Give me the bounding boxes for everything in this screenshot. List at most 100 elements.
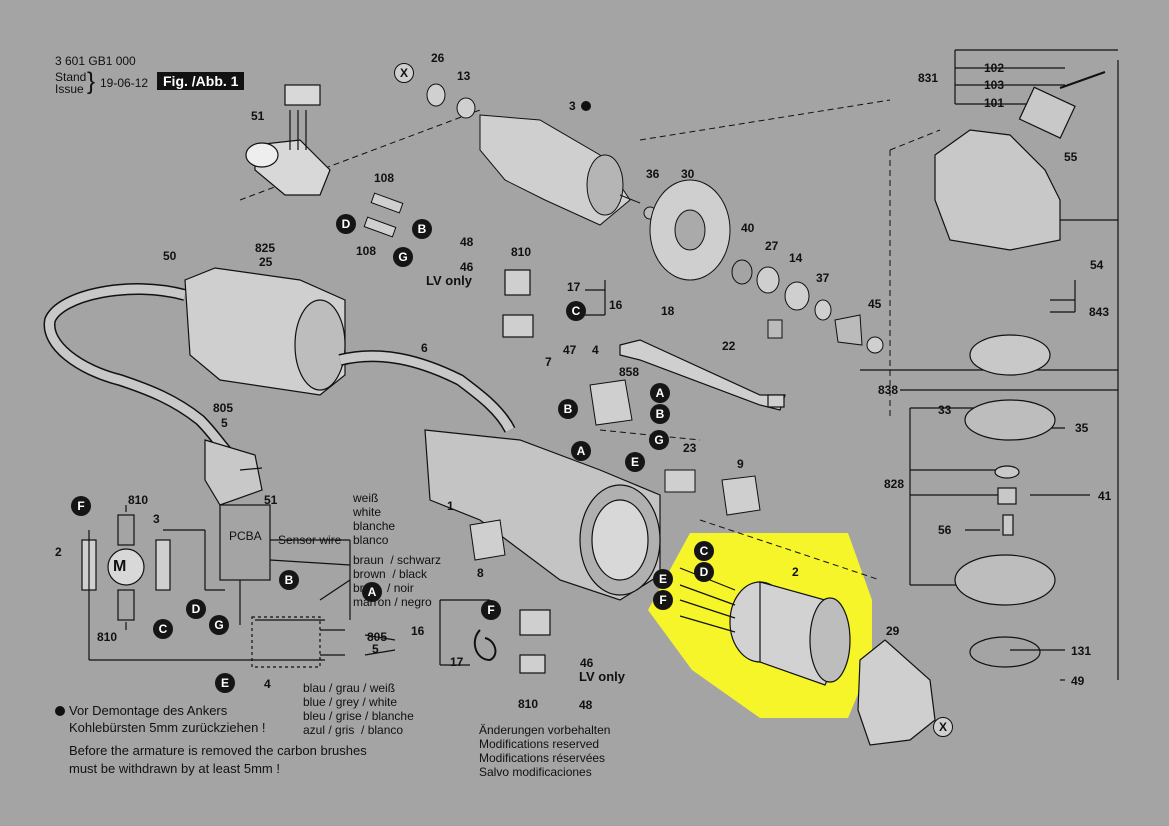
part-number: 51 <box>264 493 278 507</box>
part-number: 1 <box>447 499 454 513</box>
connector-marker-a: A <box>362 582 382 602</box>
wire-color-label: bleu / grise / blanche <box>303 709 414 723</box>
lv-only-label: LV only <box>426 273 472 288</box>
connector-marker-e: E <box>215 673 235 693</box>
note-en-line: must be withdrawn by at least 5mm ! <box>69 761 280 776</box>
wire-color-label: blau / grau / weiß <box>303 681 396 695</box>
connector-marker-g: G <box>649 430 669 450</box>
modifications-line: Modifications réservées <box>479 751 606 765</box>
part-number: 18 <box>661 304 675 318</box>
part-number: 17 <box>450 655 464 669</box>
part-number: 26 <box>431 51 445 65</box>
wire-color-label: braun / schwarz <box>353 553 442 567</box>
connector-marker-f: F <box>653 590 673 610</box>
part-number: 3 <box>569 99 576 113</box>
part-number: 13 <box>457 69 471 83</box>
brace-symbol: } <box>87 68 96 95</box>
connector-marker-g: G <box>209 615 229 635</box>
part-number: 33 <box>938 403 952 417</box>
lv-only-label: LV only <box>579 669 625 684</box>
part-number: 25 <box>259 255 273 269</box>
part-number: 7 <box>545 355 552 369</box>
wire-color-label: marron / negro <box>353 595 432 609</box>
part-number: 831 <box>918 71 939 85</box>
part-number: 805 <box>367 630 388 644</box>
part-number: 46 <box>460 260 474 274</box>
modifications-line: Änderungen vorbehalten <box>479 723 611 737</box>
x-marker: X <box>933 717 953 737</box>
connector-marker-b: B <box>558 399 578 419</box>
part-number: 17 <box>567 280 581 294</box>
document-number: 3 601 GB1 000 <box>55 54 136 68</box>
wire-color-label: azul / gris / blanco <box>303 723 404 737</box>
bullet-icon <box>55 706 65 716</box>
bullet-icon <box>581 101 591 111</box>
connector-marker-e: E <box>653 569 673 589</box>
part-number: 3 <box>153 512 160 526</box>
stand-label: Stand <box>55 70 87 84</box>
part-number: 29 <box>886 624 900 638</box>
part-number: 16 <box>411 624 425 638</box>
part-number: 23 <box>683 441 697 455</box>
note-en-line: Before the armature is removed the carbo… <box>69 743 367 758</box>
part-number: 36 <box>646 167 660 181</box>
part-number: 27 <box>765 239 779 253</box>
part-number: 45 <box>868 297 882 311</box>
connector-marker-a: A <box>571 441 591 461</box>
pcba-label: PCBA <box>229 529 262 543</box>
x-marker: X <box>394 63 414 83</box>
connector-marker-c: C <box>153 619 173 639</box>
issue-label: Issue <box>55 82 84 96</box>
note-de-line: Vor Demontage des Ankers <box>69 703 228 718</box>
part-number: 101 <box>984 96 1005 110</box>
part-number: 9 <box>737 457 744 471</box>
connector-marker-e: E <box>625 452 645 472</box>
wire-color-label: weiß <box>353 491 379 505</box>
part-number: 131 <box>1071 644 1092 658</box>
part-number: 102 <box>984 61 1005 75</box>
figure-label: Fig. /Abb. 1 <box>157 72 245 90</box>
wire-color-label: white <box>353 505 382 519</box>
part-number: 5 <box>221 416 228 430</box>
connector-marker-f: F <box>481 600 501 620</box>
modifications-line: Salvo modificaciones <box>479 765 592 779</box>
part-number: 49 <box>1071 674 1085 688</box>
connector-marker-f: F <box>71 496 91 516</box>
connector-marker-b: B <box>412 219 432 239</box>
connector-marker-d: D <box>186 599 206 619</box>
part-number: 6 <box>421 341 428 355</box>
part-number: 8 <box>477 566 484 580</box>
part-number: 54 <box>1090 258 1104 272</box>
part-number: 103 <box>984 78 1005 92</box>
connector-marker-a: A <box>650 383 670 403</box>
part-number: 30 <box>681 167 695 181</box>
part-number: 47 <box>563 343 577 357</box>
part-number: 48 <box>460 235 474 249</box>
part-number: 805 <box>213 401 234 415</box>
part-number: 51 <box>251 109 265 123</box>
part-number: 858 <box>619 365 640 379</box>
part-number: 843 <box>1089 305 1110 319</box>
issue-date: 19-06-12 <box>100 76 149 90</box>
part-number: 40 <box>741 221 755 235</box>
note-de-line: Kohlebürsten 5mm zurückziehen ! <box>69 720 266 735</box>
motor-symbol: M <box>113 558 127 575</box>
part-number: 14 <box>789 251 803 265</box>
connector-marker-d: D <box>336 214 356 234</box>
part-number: 108 <box>356 244 377 258</box>
part-number: 810 <box>518 697 539 711</box>
wire-color-label: brown / black <box>353 567 428 581</box>
part-number: 5 <box>372 642 379 656</box>
part-number: 16 <box>609 298 623 312</box>
part-number: 46 <box>580 656 594 670</box>
part-number: 810 <box>128 493 149 507</box>
connector-marker-d: D <box>694 562 714 582</box>
part-number: 108 <box>374 171 395 185</box>
wire-color-label: blanche <box>353 519 396 533</box>
part-number: 810 <box>97 630 118 644</box>
sensor-wire-label: Sensor wire <box>278 533 342 547</box>
connector-marker-c: C <box>566 301 586 321</box>
connector-marker-b: B <box>650 404 670 424</box>
part-number: 2 <box>55 545 62 559</box>
part-number: 55 <box>1064 150 1078 164</box>
